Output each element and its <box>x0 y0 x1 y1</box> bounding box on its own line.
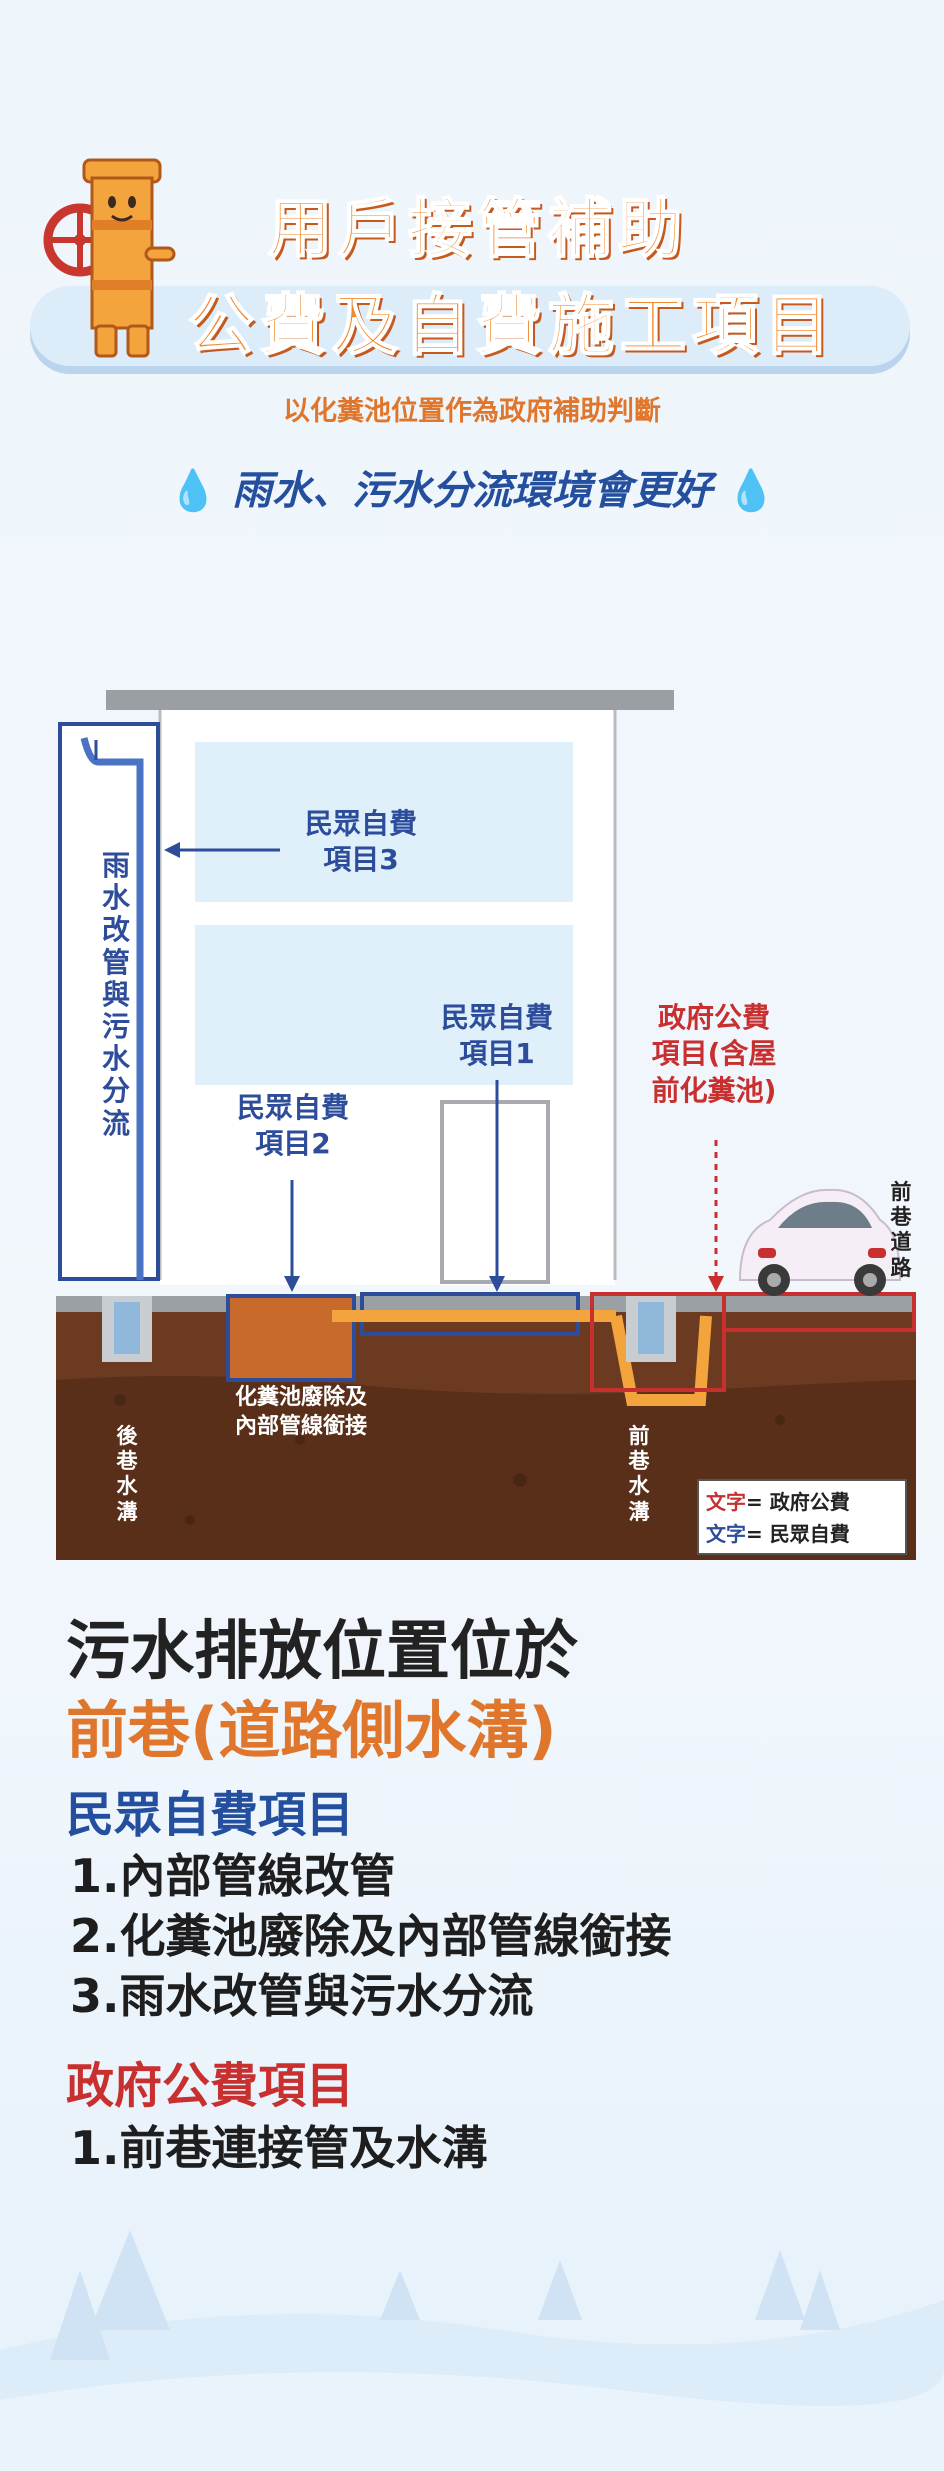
label-line: 項目3 <box>323 843 399 877</box>
label-rain-pipe: 雨水改管與污水分流 <box>101 849 130 1140</box>
section-heading-line-1: 污水排放位置位於 <box>66 1615 578 1689</box>
label-self-item3: 民眾自費 項目3 <box>276 806 446 879</box>
legend-self-value: = 民眾自費 <box>746 1522 850 1546</box>
gov-item-1: 1.前巷連接管及水溝 <box>70 2121 488 2175</box>
title-line-2: 公費及自費施工項目 <box>187 286 836 365</box>
legend: 文字= 政府公費 文字= 民眾自費 <box>706 1486 902 1550</box>
label-line: 民眾自費 <box>236 1091 349 1124</box>
legend-self: 文字= 民眾自費 <box>706 1518 902 1550</box>
label-gov-item: 政府公費 項目(含屋 前化糞池) <box>626 1000 802 1109</box>
label-line: 項目1 <box>459 1037 535 1071</box>
label-line: 民眾自費 <box>304 807 417 840</box>
label-line: 項目2 <box>255 1127 331 1161</box>
label-front-ditch: 前巷水溝 <box>628 1424 650 1524</box>
self-items-heading: 民眾自費項目 <box>66 1787 355 1843</box>
label-line: 項目(含屋 <box>651 1037 777 1071</box>
label-back-ditch: 後巷水溝 <box>116 1424 138 1524</box>
self-item-2: 2.化糞池廢除及內部管線銜接 <box>70 1909 672 1963</box>
legend-gov-key: 文字 <box>706 1490 746 1514</box>
slogan-text: 雨水、污水分流環境會更好 <box>232 468 712 514</box>
legend-gov-value: = 政府公費 <box>746 1490 850 1514</box>
title-banner <box>30 286 910 366</box>
label-septic: 化糞池廢除及 內部管線銜接 <box>196 1384 406 1441</box>
subtitle: 以化糞池位置作為政府補助判斷 <box>283 396 661 427</box>
car-icon <box>738 1188 902 1296</box>
label-line: 化糞池廢除及 <box>234 1385 367 1410</box>
slogan: 💧 雨水、污水分流環境會更好 💧 <box>0 458 944 516</box>
drainage-diagram <box>56 690 916 1560</box>
label-front-road: 前巷道路 <box>890 1180 912 1280</box>
label-line: 內部管線銜接 <box>234 1413 367 1439</box>
label-line: 政府公費 <box>657 1001 770 1034</box>
legend-gov: 文字= 政府公費 <box>706 1486 902 1518</box>
label-line: 前化糞池) <box>651 1073 777 1107</box>
pipe-mascot-icon <box>43 158 176 358</box>
label-line: 民眾自費 <box>440 1001 553 1034</box>
tree-icon <box>50 2230 840 2360</box>
hills-decoration <box>0 2230 944 2471</box>
gov-items-heading: 政府公費項目 <box>66 2058 355 2114</box>
water-drop-icon: 💧 <box>725 468 776 514</box>
legend-self-key: 文字 <box>706 1522 746 1546</box>
self-item-3: 3.雨水改管與污水分流 <box>70 1969 534 2023</box>
label-self-item1: 民眾自費 項目1 <box>412 1000 582 1073</box>
water-drop-icon: 💧 <box>168 468 219 514</box>
label-self-item2: 民眾自費 項目2 <box>208 1090 378 1163</box>
self-item-1: 1.內部管線改管 <box>70 1849 396 1903</box>
title-line-1: 用戶接管補助 <box>267 192 688 268</box>
section-heading-line-2: 前巷(道路側水溝) <box>66 1694 557 1767</box>
